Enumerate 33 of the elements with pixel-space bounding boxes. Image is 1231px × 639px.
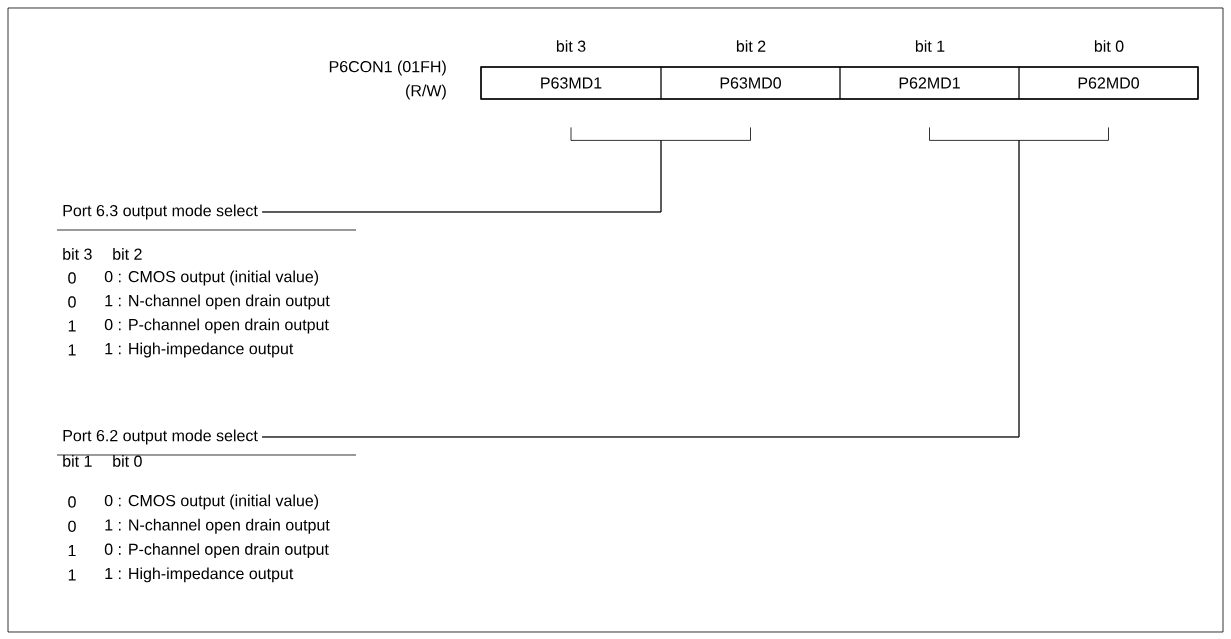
- bit-label: bit 1: [915, 40, 945, 52]
- bit-label: bit 2: [736, 40, 766, 52]
- bit-value: 1: [68, 320, 76, 332]
- bit-value: 1: [68, 569, 76, 581]
- field-title: Port 6.2 output mode select: [63, 429, 258, 445]
- register-cell: P62MD0: [1018, 66, 1199, 100]
- access-label: (R/W): [406, 84, 446, 100]
- bit-value: 0: [68, 520, 76, 532]
- bit-value: 1: [68, 545, 76, 557]
- bit-value: 1: [68, 344, 76, 356]
- bit-label: bit 3: [556, 40, 586, 52]
- mode-description: 1 : N-channel open drain output: [105, 294, 330, 310]
- bit-value: 0: [68, 296, 76, 308]
- field-title: Port 6.3 output mode select: [63, 204, 258, 220]
- bit-label: bit 1: [63, 455, 92, 467]
- mode-description: 1 : High-impedance output: [105, 342, 294, 358]
- bit-label: bit 2: [113, 248, 142, 260]
- bit-label: bit 0: [113, 455, 142, 467]
- mode-description: 0 : CMOS output (initial value): [104, 270, 319, 286]
- bracket-line: [261, 127, 751, 213]
- register-cell: P63MD1: [480, 66, 662, 100]
- mode-description: 0 : P-channel open drain output: [104, 318, 329, 334]
- mode-description: 1 : N-channel open drain output: [105, 518, 330, 534]
- register-name: P6CON1 (01FH): [329, 60, 446, 76]
- mode-description: 0 : P-channel open drain output: [104, 543, 329, 559]
- bit-value: 0: [68, 496, 76, 508]
- bit-label: bit 0: [1094, 40, 1124, 52]
- bit-label: bit 3: [63, 248, 92, 260]
- register-cell: P62MD1: [839, 66, 1020, 100]
- bit-value: 0: [68, 272, 76, 284]
- mode-description: 0 : CMOS output (initial value): [104, 494, 319, 510]
- mode-description: 1 : High-impedance output: [105, 567, 294, 583]
- register-cell: P63MD0: [660, 66, 841, 100]
